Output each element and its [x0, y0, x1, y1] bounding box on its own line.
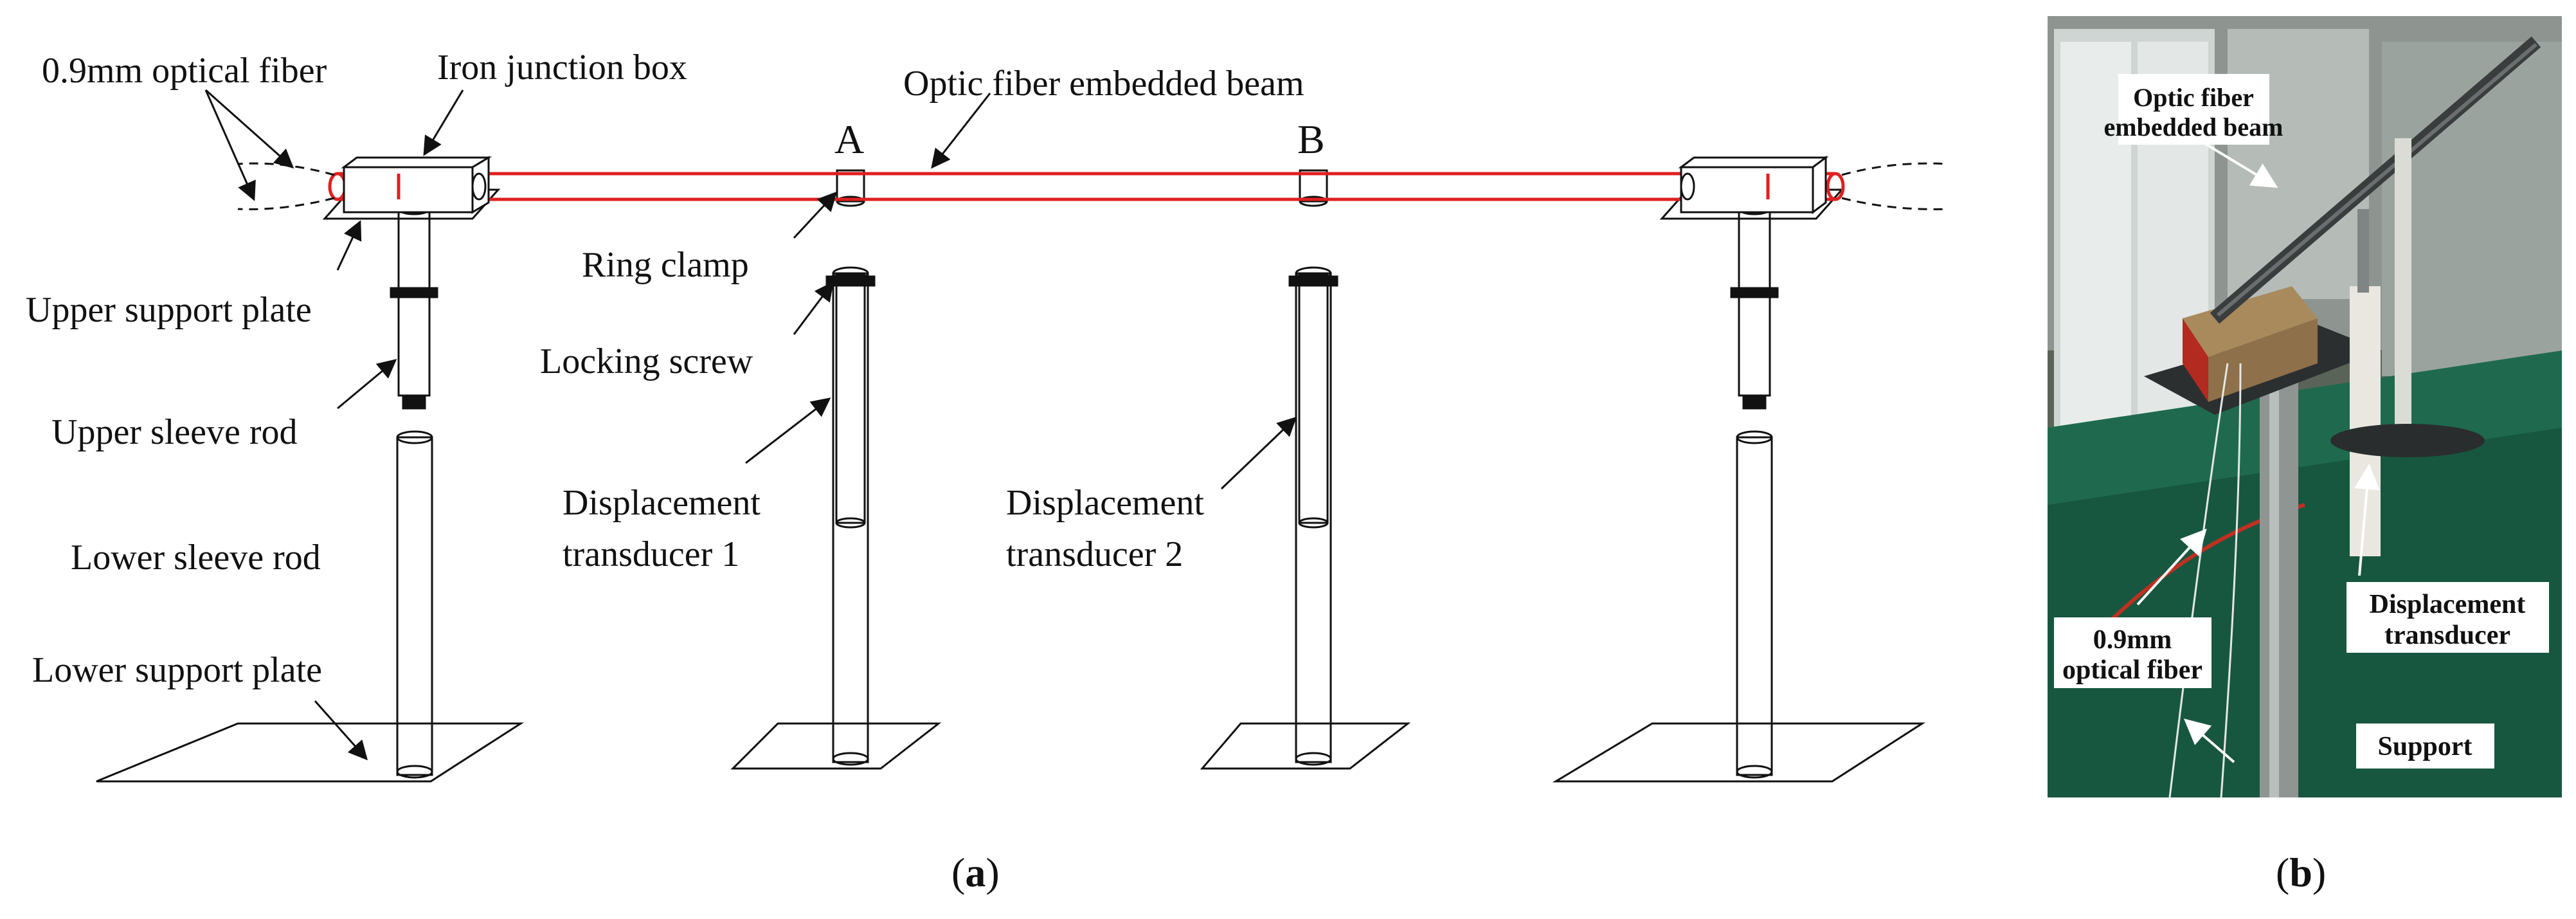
label-beam: Optic fiber embedded beam [903, 64, 1304, 104]
fiber-beam [328, 172, 1845, 201]
label-upper-plate: Upper support plate [26, 290, 312, 330]
svg-text:transducer: transducer [2384, 621, 2510, 650]
caption-a-open: ( [951, 850, 966, 895]
label-fiber-09: 0.9mm optical fiber [42, 51, 327, 91]
caption-b-close: ) [2312, 850, 2327, 895]
svg-text:Support: Support [2377, 732, 2472, 761]
label-lower-plate: Lower support plate [32, 650, 322, 690]
photo-arrows [2136, 121, 2380, 763]
support-2 [825, 169, 876, 766]
label-disp2-line2: transducer 2 [1006, 534, 1183, 574]
photo-b: Optic fiber embedded beam Displacement t… [2048, 16, 2562, 797]
support-4 [1730, 203, 1779, 779]
support-3 [1288, 169, 1338, 766]
caption-b-letter: b [2289, 850, 2312, 895]
label-junction-box: Iron junction box [437, 48, 687, 87]
photo-label-displacement: Displacement transducer [2346, 582, 2549, 653]
photo-label-fiber: 0.9mm optical fiber [2054, 617, 2211, 688]
svg-text:0.9mm: 0.9mm [2093, 625, 2172, 655]
ground-plate-1 [96, 722, 525, 783]
label-locking-screw: Locking screw [540, 341, 753, 381]
caption-b: (b) [2276, 849, 2326, 896]
support-1 [390, 203, 438, 779]
label-point-b: B [1297, 116, 1325, 162]
svg-text:Displacement: Displacement [2370, 590, 2526, 619]
ground-plate-2 [730, 722, 942, 770]
label-point-a: A [834, 116, 864, 162]
photo-illustration: Optic fiber embedded beam Displacement t… [2048, 16, 2562, 797]
photo-label-support: Support [2356, 723, 2494, 769]
caption-a-close: ) [986, 850, 1000, 895]
label-disp1-line1: Displacement [563, 483, 761, 523]
ground-plate-3 [1200, 722, 1411, 770]
label-upper-sleeve: Upper sleeve rod [51, 412, 298, 452]
caption-a: (a) [951, 849, 1000, 896]
junction-box-right [1678, 156, 1829, 214]
label-disp1-line2: transducer 1 [563, 534, 739, 574]
label-ring-clamp: Ring clamp [582, 245, 749, 285]
label-lower-sleeve: Lower sleeve rod [71, 538, 321, 578]
photo-label-beam: Optic fiber embedded beam [2104, 74, 2283, 145]
label-disp2-line1: Displacement [1006, 483, 1204, 523]
caption-b-open: ( [2276, 850, 2290, 895]
svg-text:Optic fiber: Optic fiber [2133, 83, 2254, 112]
leader-arrows [204, 89, 1297, 761]
svg-text:optical fiber: optical fiber [2062, 655, 2202, 685]
junction-box-left [341, 156, 492, 214]
svg-text:embedded beam: embedded beam [2104, 113, 2283, 141]
ground-plate-4 [1552, 722, 1926, 783]
schematic-diagram-a: 0.9mm optical fiber Iron junction box Op… [26, 48, 1949, 783]
caption-a-letter: a [965, 850, 986, 895]
